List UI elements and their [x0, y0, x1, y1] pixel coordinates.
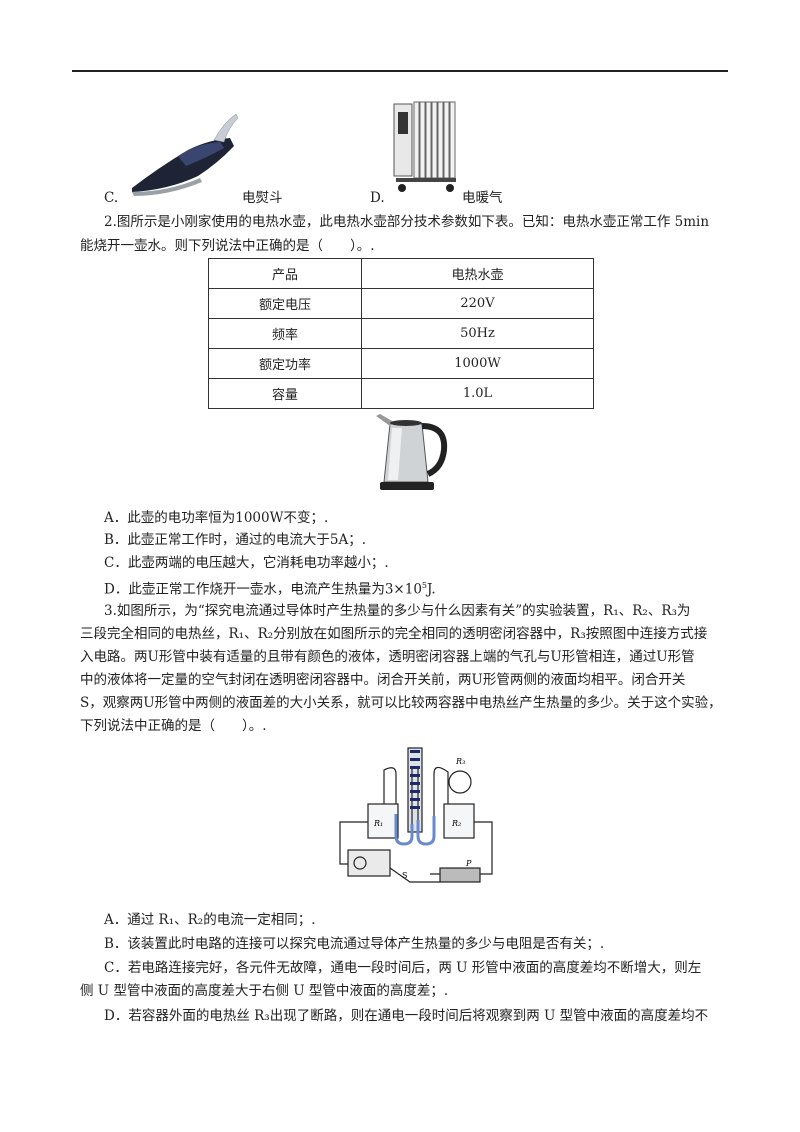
table-cell: 容量 [208, 378, 362, 409]
option-d-label: 电暖气 [462, 190, 503, 206]
q2-option-b: B．此壶正常工作时，通过的电流大于5A；. [104, 532, 367, 548]
table-cell: 电热水壶 [361, 258, 594, 289]
table-cell: 50Hz [361, 318, 594, 349]
label-r2: R₂ [451, 819, 461, 828]
label-r1: R₁ [373, 819, 383, 828]
table-row: 产品电热水壶 [208, 258, 594, 289]
exponent: 5 [421, 581, 427, 590]
option-c-label: 电熨斗 [242, 190, 283, 206]
q3-stem-line2: 三段完全相同的电热丝，R₁、R₂分别放在如图所示的完全相同的透明密闭容器中，R₃… [80, 626, 708, 642]
header-rule [72, 70, 728, 72]
table-cell: 1.0L [361, 378, 594, 409]
q3-option-d: D．若容器外面的电热丝 R₃出现了断路，则在通电一段时间后将观察到两 U 型管中… [104, 1008, 709, 1024]
oil-heater-picture [393, 101, 456, 192]
q2-option-c: C．此壶两端的电压越大，它消耗电功率越小；. [104, 555, 389, 571]
q3-option-c: C．若电路连接完好，各元件无故障，通电一段时间后，两 U 形管中液面的高度差均不… [104, 960, 702, 976]
experiment-apparatus-figure: R₃ R₁ R₂ S P [339, 747, 493, 883]
option-d-letter: D. [370, 190, 385, 206]
q2-option-a: A．此壶的电功率恒为1000W不变；. [104, 510, 329, 526]
table-cell: 220V [361, 288, 594, 319]
label-slider: P [465, 859, 472, 868]
q2-stem-line2: 能烧开一壶水。则下列说法中正确的是（ ）。. [80, 238, 375, 254]
table-cell: 产品 [208, 258, 362, 289]
label-switch: S [402, 871, 407, 880]
table-cell: 额定功率 [208, 348, 362, 379]
iron-picture [132, 113, 239, 196]
kettle-picture [376, 414, 448, 490]
table-cell: 额定电压 [208, 288, 362, 319]
q3-option-a: A．通过 R₁、R₂的电流一定相同；. [104, 912, 316, 928]
label-r3: R₃ [455, 757, 465, 766]
option-c-letter: C. [104, 190, 119, 206]
q3-stem-line4: 中的液体将一定量的空气封闭在透明密闭容器中。闭合开关前，两U形管两侧的液面均相平… [80, 672, 686, 688]
q3-option-b: B．该装置此时电路的连接可以探究电流通过导体产生热量的多少与电阻是否有关；. [104, 936, 605, 952]
q3-stem-line1: 3.如图所示，为“探究电流通过导体时产生热量的多少与什么因素有关”的实验装置，R… [104, 603, 691, 619]
table-cell: 频率 [208, 318, 362, 349]
q3-stem-line5: S，观察两U形管中两侧的液面差的大小关系，就可以比较两容器中电热丝产生热量的多少… [80, 695, 722, 711]
q2-stem-line1: 2.图所示是小刚家使用的电热水壶，此电热水壶部分技术参数如下表。已知：电热水壶正… [104, 214, 710, 230]
q2-option-d: D．此壶正常工作烧开一壶水，电流产生热量为3×105J. [104, 581, 436, 598]
table-cell: 1000W [361, 348, 594, 379]
q3-option-c-cont: 侧 U 型管中液面的高度差大于右侧 U 型管中液面的高度差；. [80, 983, 449, 999]
q3-stem-line6: 下列说法中正确的是（ ）。. [80, 718, 267, 734]
q3-stem-line3: 入电路。两U形管中装有适量的且带有颜色的液体，透明密闭容器上端的气孔与U形管相连… [80, 649, 695, 665]
